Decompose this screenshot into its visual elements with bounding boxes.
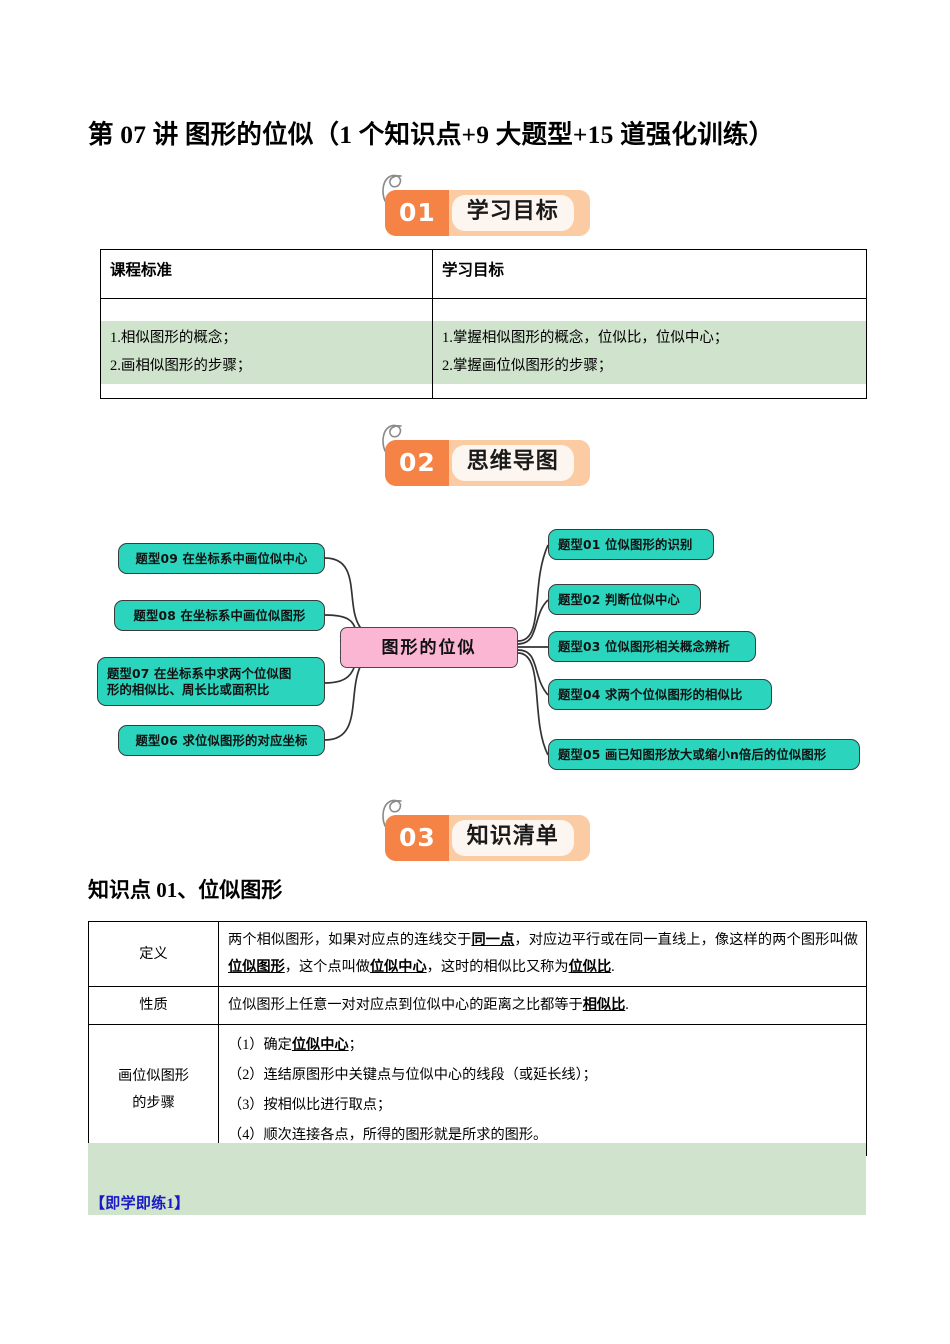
row-label-steps-line-2: 的步骤	[132, 1095, 175, 1111]
mindmap-node-02[interactable]: 题型02 判断位似中心	[548, 584, 701, 615]
mindmap-node-01[interactable]: 题型01 位似图形的识别	[548, 529, 714, 560]
mindmap-node-04[interactable]: 题型04 求两个位似图形的相似比	[548, 679, 772, 710]
badge-label: 思维导图	[451, 445, 574, 481]
row-body-property: 位似图形上任意一对对应点到位似中心的距离之比都等于相似比.	[218, 986, 867, 1025]
badge-number: 02	[385, 440, 449, 486]
row-label-definition: 定义	[88, 921, 219, 987]
badge-extend: 知识清单	[448, 815, 590, 861]
course-standard-line-1: 1.相似图形的概念；	[110, 330, 237, 346]
mindmap-node-07-line-2: 形的相似比、周长比或面积比	[107, 682, 270, 697]
badge-number: 03	[385, 815, 449, 861]
mindmap-node-07-line-1: 题型07 在坐标系中求两个位似图	[107, 666, 292, 681]
mindmap-node-05[interactable]: 题型05 画已知图形放大或缩小n倍后的位似图形	[548, 739, 860, 770]
row-label-steps-line-1: 画位似图形	[118, 1068, 189, 1084]
row-body-definition: 两个相似图形，如果对应点的连线交于同一点，对应边平行或在同一直线上，像这样的两个…	[218, 921, 867, 987]
mindmap-node-08[interactable]: 题型08 在坐标系中画位似图形	[114, 600, 325, 631]
column-header-goal: 学习目标	[432, 249, 867, 299]
mindmap-diagram: 图形的位似 题型09 在坐标系中画位似中心 题型08 在坐标系中画位似图形 题型…	[0, 505, 950, 795]
badge-label: 学习目标	[451, 195, 574, 231]
mindmap-center-node[interactable]: 图形的位似	[340, 627, 518, 668]
page-title: 第 07 讲 图形的位似（1 个知识点+9 大题型+15 道强化训练）	[88, 120, 775, 149]
table-row-steps: 画位似图形 的步骤 （1）确定位似中心；（2）连结原图形中关键点与位似中心的线段…	[88, 1024, 867, 1156]
badge-number: 01	[385, 190, 449, 236]
table-header-row: 课程标准 学习目标	[100, 249, 867, 299]
mindmap-node-09[interactable]: 题型09 在坐标系中画位似中心	[118, 543, 325, 574]
cell-course-standard: 1.相似图形的概念； 2.画相似图形的步骤；	[100, 298, 433, 399]
learning-goal-line-1: 1.掌握相似图形的概念，位似比，位似中心；	[442, 330, 729, 346]
badge-extend: 思维导图	[448, 440, 590, 486]
table-row-definition: 定义 两个相似图形，如果对应点的连线交于同一点，对应边平行或在同一直线上，像这样…	[88, 921, 867, 987]
badge-body: 03 知识清单	[385, 815, 590, 861]
badge-label: 知识清单	[451, 820, 574, 856]
row-label-steps: 画位似图形 的步骤	[88, 1024, 219, 1156]
knowledge-point-table: 定义 两个相似图形，如果对应点的连线交于同一点，对应边平行或在同一直线上，像这样…	[88, 921, 867, 1156]
mindmap-node-03[interactable]: 题型03 位似图形相关概念辨析	[548, 631, 756, 662]
mindmap-connectors	[324, 544, 549, 756]
badge-body: 01 学习目标	[385, 190, 590, 236]
course-standard-line-2: 2.画相似图形的步骤；	[110, 358, 252, 374]
objectives-table: 课程标准 学习目标 1.相似图形的概念； 2.画相似图形的步骤； 1.掌握相似图…	[100, 249, 867, 399]
row-body-steps: （1）确定位似中心；（2）连结原图形中关键点与位似中心的线段（或延长线）；（3）…	[218, 1024, 867, 1156]
knowledge-point-heading: 知识点 01、位似图形	[88, 878, 283, 902]
table-row-property: 性质 位似图形上任意一对对应点到位似中心的距离之比都等于相似比.	[88, 986, 867, 1025]
cell-learning-goal: 1.掌握相似图形的概念，位似比，位似中心； 2.掌握画位似图形的步骤；	[432, 298, 867, 399]
practice-label: 【即学即练1】	[90, 1196, 190, 1212]
mindmap-node-06[interactable]: 题型06 求位似图形的对应坐标	[118, 725, 325, 756]
column-header-standard: 课程标准	[100, 249, 433, 299]
badge-extend: 学习目标	[448, 190, 590, 236]
table-row: 1.相似图形的概念； 2.画相似图形的步骤； 1.掌握相似图形的概念，位似比，位…	[100, 298, 867, 399]
learning-goal-line-2: 2.掌握画位似图形的步骤；	[442, 358, 613, 374]
practice-highlight-block	[88, 1143, 866, 1215]
badge-body: 02 思维导图	[385, 440, 590, 486]
row-label-property: 性质	[88, 986, 219, 1025]
mindmap-node-07[interactable]: 题型07 在坐标系中求两个位似图 形的相似比、周长比或面积比	[97, 657, 325, 706]
course-standard-highlight: 1.相似图形的概念； 2.画相似图形的步骤；	[101, 321, 432, 384]
learning-goal-highlight: 1.掌握相似图形的概念，位似比，位似中心； 2.掌握画位似图形的步骤；	[433, 321, 866, 384]
